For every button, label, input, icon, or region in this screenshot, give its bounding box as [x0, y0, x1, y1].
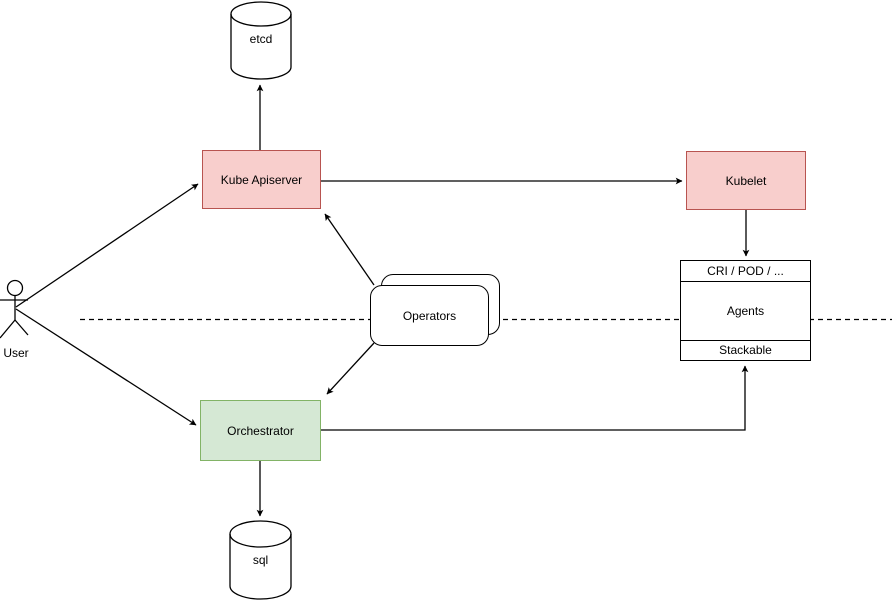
edge-orchestrator-to-agents-stack — [321, 365, 749, 431]
agents-stack-row-agents-label: Agents — [726, 304, 765, 318]
user-actor-icon — [0, 279, 29, 339]
node-kube-apiserver-label: Kube Apiserver — [220, 172, 303, 187]
node-kubelet-label: Kubelet — [725, 173, 767, 188]
etcd-label: etcd — [249, 32, 273, 46]
node-kube-apiserver: Kube Apiserver — [202, 150, 321, 209]
agents-stack-row-stackable: Stackable — [681, 340, 810, 360]
agents-stack-row-agents: Agents — [681, 282, 810, 340]
etcd-cylinder-icon — [230, 1, 292, 80]
agents-stack-row-cri: CRI / POD / ... — [681, 261, 810, 282]
edge-user-to-kube-apiserver — [15, 183, 199, 308]
edge-user-to-orchestrator — [15, 308, 197, 426]
user-label: User — [3, 346, 29, 360]
edge-operators-to-kube-apiserver — [324, 213, 375, 286]
node-orchestrator-label: Orchestrator — [227, 423, 294, 438]
sql-label: sql — [252, 553, 269, 567]
sql-cylinder-icon — [229, 520, 292, 600]
node-agents-stack: CRI / POD / ... Agents Stackable — [680, 260, 811, 361]
node-kubelet: Kubelet — [686, 151, 806, 210]
node-orchestrator: Orchestrator — [200, 400, 321, 461]
edge-operators-to-orchestrator — [326, 342, 375, 395]
node-operators: Operators — [370, 285, 489, 346]
node-operators-label: Operators — [402, 308, 457, 323]
